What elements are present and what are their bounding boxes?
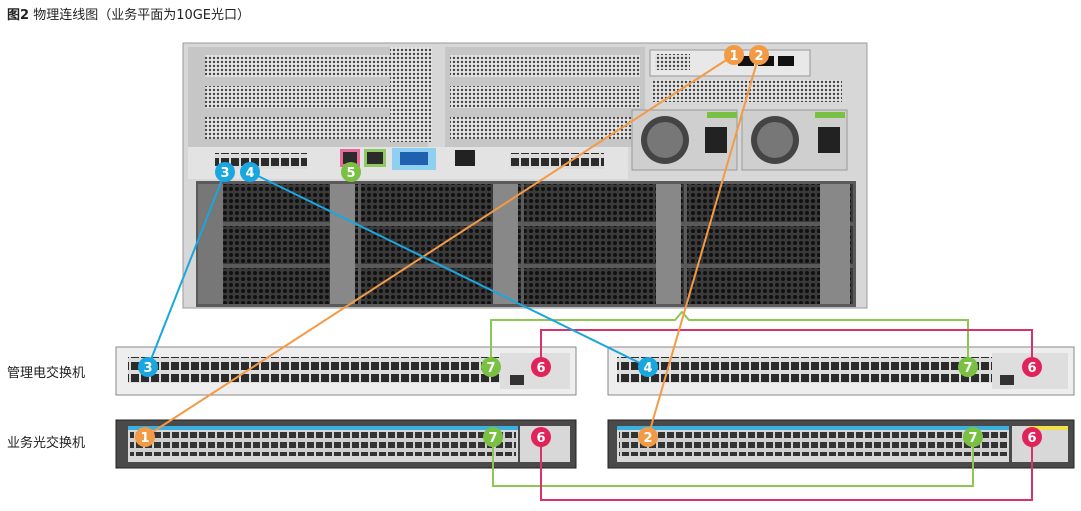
cable-red-mgmt — [540, 329, 1033, 366]
figure-caption: 图2 物理连线图（业务平面为10GE光口） — [7, 4, 250, 23]
svg-text:6: 6 — [536, 431, 545, 446]
riser-slot-3 — [205, 117, 415, 139]
svg-text:7: 7 — [968, 431, 977, 446]
cable-orange-2 — [647, 54, 760, 438]
cable-red-service — [540, 438, 1033, 501]
sfp-port-1 — [738, 56, 754, 66]
badge-7-mgmt-right: 7 — [958, 357, 978, 377]
svg-text:1: 1 — [729, 49, 738, 64]
badge-4-mgmt-right: 4 — [638, 357, 658, 377]
badge-2-service-right: 2 — [638, 427, 658, 447]
cable-green-service — [492, 438, 974, 487]
psu-2 — [741, 109, 848, 171]
riser-slot-5 — [450, 86, 640, 108]
drive-bays — [198, 184, 853, 304]
badge-7-service-right: 7 — [963, 427, 983, 447]
svg-text:2: 2 — [754, 49, 763, 64]
figure-label: 图2 — [7, 8, 30, 23]
svg-text:6: 6 — [536, 361, 545, 376]
riser-slot-4 — [450, 55, 640, 77]
svg-text:7: 7 — [488, 431, 497, 446]
cable-orange-1 — [144, 54, 735, 438]
cable-blue-3 — [147, 171, 226, 368]
badge-4-server: 4 — [240, 162, 260, 182]
riser-slot-2 — [205, 86, 415, 108]
badge-5-server: 5 — [341, 162, 361, 182]
svg-text:5: 5 — [346, 166, 355, 181]
center-vent — [390, 47, 432, 142]
svg-text:4: 4 — [245, 166, 254, 181]
badge-2-server: 2 — [749, 45, 769, 65]
badge-3-mgmt-left: 3 — [138, 357, 158, 377]
svg-text:6: 6 — [1027, 361, 1036, 376]
svg-text:7: 7 — [486, 361, 495, 376]
svg-text:3: 3 — [143, 361, 152, 376]
ocp-rj45-ports — [510, 153, 604, 169]
svg-text:1: 1 — [140, 431, 149, 446]
svg-text:2: 2 — [643, 431, 652, 446]
service-switch-label: 业务光交换机 — [7, 436, 86, 451]
badge-7-mgmt-left: 7 — [481, 357, 501, 377]
server-chassis — [182, 42, 868, 309]
svg-text:6: 6 — [1027, 431, 1036, 446]
cable-green-mgmt — [490, 310, 969, 366]
badge-7-service-left: 7 — [483, 427, 503, 447]
figure-title: 物理连线图（业务平面为10GE光口） — [33, 8, 251, 23]
badge-6-service-right: 6 — [1022, 427, 1042, 447]
badge-1-service-left: 1 — [135, 427, 155, 447]
service-switch-right — [607, 419, 1075, 469]
svg-text:7: 7 — [963, 361, 972, 376]
badge-1-server: 1 — [724, 45, 744, 65]
svg-text:3: 3 — [220, 166, 229, 181]
cable-blue-4 — [249, 171, 649, 368]
onboard-rj45-ports — [215, 153, 307, 169]
badge-3-server: 3 — [215, 162, 235, 182]
svg-text:4: 4 — [643, 361, 652, 376]
psu-1 — [631, 109, 738, 171]
badge-6-service-left: 6 — [531, 427, 551, 447]
riser-slot-1 — [205, 55, 415, 77]
mgmt-switch-left — [115, 346, 577, 396]
usb-ports — [455, 150, 475, 166]
service-switch-left — [115, 419, 577, 469]
badge-6-mgmt-left: 6 — [531, 357, 551, 377]
riser-slot-6 — [450, 117, 640, 139]
mgmt-switch-right — [607, 346, 1075, 396]
badge-6-mgmt-right: 6 — [1022, 357, 1042, 377]
mgmt-switch-label: 管理电交换机 — [7, 366, 86, 381]
